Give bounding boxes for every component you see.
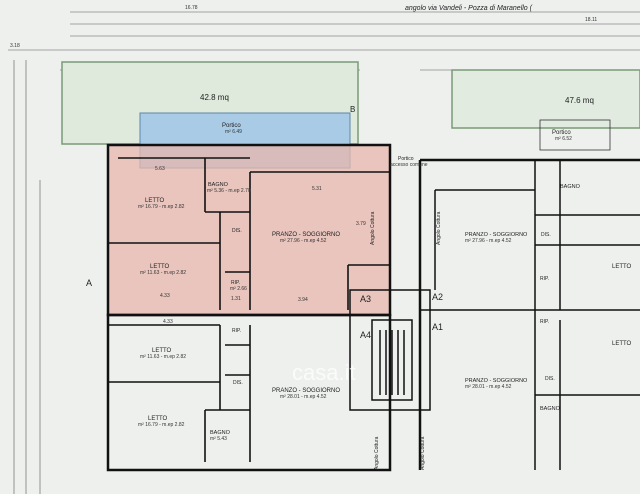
pranzo-sub: m² 27.96 - m.ep 4.52 xyxy=(280,238,327,244)
dim-131: 1.31 xyxy=(231,296,241,302)
right-dis-label: DIS. xyxy=(541,232,551,238)
dim-right-top: 18.11 xyxy=(585,17,597,23)
right-lower-dis-label: DIS. xyxy=(545,376,555,382)
street-label: angolo via Vandeli - Pozza di Maranello … xyxy=(405,5,533,12)
letto-1-label: LETTO xyxy=(145,198,165,204)
left-portico-sub: m² 6.49 xyxy=(225,129,242,135)
watermark: casa.it xyxy=(292,360,356,385)
stair-core xyxy=(349,289,431,411)
right-lower-pranzo-label: PRANZO - SOGGIORNO xyxy=(465,378,528,384)
lower-pranzo-sub: m² 28.01 - m.ep 4.52 xyxy=(280,394,327,400)
right-lower-bagno-label: BAGNO xyxy=(540,406,561,412)
right-pranzo-sub: m² 27.96 - m.ep 4.52 xyxy=(465,238,512,244)
letto-2-sub: m² 11.63 - m.ep 2.82 xyxy=(140,270,186,276)
rip-sub: m² 2.66 xyxy=(230,286,247,292)
right-garden-area-label: 47.6 mq xyxy=(565,96,594,105)
angolo-cottura-label: Angolo Cottura xyxy=(370,211,376,245)
dim-379: 3.79 xyxy=(356,221,366,227)
rip-label: RIP. xyxy=(231,280,240,286)
section-a-label: A xyxy=(86,278,92,288)
dim-433: 4.33 xyxy=(160,293,170,299)
dim-top: 16.78 xyxy=(185,5,198,11)
right-unit-walls xyxy=(420,160,640,470)
lower-letto-1-sub: m² 11.63 - m.ep 2.82 xyxy=(140,354,186,360)
pranzo-label: PRANZO - SOGGIORNO xyxy=(272,232,340,238)
right-pranzo-label: PRANZO - SOGGIORNO xyxy=(465,232,528,238)
letto-1-sub: m² 16.79 - m.ep 2.82 xyxy=(138,204,185,210)
right-lower-rip-label: RIP. xyxy=(540,319,549,325)
lower-angolo-label: Angolo Cottura xyxy=(374,436,380,470)
lower-dim-433: 4.33 xyxy=(163,319,173,325)
right-garden-area xyxy=(451,69,640,129)
dim-531: 5.31 xyxy=(312,186,322,192)
section-b-label: B xyxy=(350,105,355,114)
right-portico-sub: m² 6.52 xyxy=(555,136,572,142)
left-garden-area-label: 42.8 mq xyxy=(200,93,229,102)
lower-bagno-sub: m² 5.43 xyxy=(210,436,227,442)
stair-a2-label: A2 xyxy=(432,292,443,302)
bagno-sub: m² 5.36 - m.ep 2.70 xyxy=(207,188,251,194)
stair-a3-label: A3 xyxy=(360,294,371,304)
letto-2-label: LETTO xyxy=(150,264,170,270)
lower-rip-label: RIP. xyxy=(232,328,241,334)
lower-letto-2-label: LETTO xyxy=(148,416,168,422)
internal-walls-top xyxy=(108,157,390,310)
mid-portico-title: Portico xyxy=(398,156,414,162)
lower-letto-1-label: LETTO xyxy=(152,348,172,354)
right-lower-letto-label: LETTO xyxy=(612,341,632,347)
left-dimension-lines xyxy=(13,60,41,494)
right-bagno-label: BAGNO xyxy=(560,184,581,190)
left-portico-title: Portico xyxy=(222,123,241,129)
right-angolo-label: Angolo Cottura xyxy=(436,211,442,245)
right-lower-pranzo-sub: m² 28.01 - m.ep 4.52 xyxy=(465,384,512,390)
right-portico-title: Portico xyxy=(552,130,571,136)
internal-walls-bottom xyxy=(108,324,251,462)
mid-portico-sub: accesso comune xyxy=(390,162,428,168)
dim-563: 5.63 xyxy=(155,166,165,172)
lower-bagno-label: BAGNO xyxy=(210,430,231,436)
dim-left-top: 3.18 xyxy=(10,43,20,49)
right-rip-label: RIP. xyxy=(540,276,549,282)
right-lower-angolo-label: Angolo Cottura xyxy=(420,436,426,470)
bagno-label: BAGNO xyxy=(208,182,229,188)
stair-a1-label: A1 xyxy=(432,322,443,332)
dim-394: 3.94 xyxy=(298,297,308,303)
lower-pranzo-label: PRANZO - SOGGIORNO xyxy=(272,388,340,394)
lower-dis-label: DIS. xyxy=(233,380,243,386)
lower-letto-2-sub: m² 16.79 - m.ep 2.82 xyxy=(138,422,185,428)
right-letto-label: LETTO xyxy=(612,264,632,270)
stair-a4-label: A4 xyxy=(360,330,371,340)
right-portico xyxy=(539,119,611,151)
outer-walls xyxy=(106,143,640,472)
dis-label: DIS. xyxy=(232,228,242,234)
